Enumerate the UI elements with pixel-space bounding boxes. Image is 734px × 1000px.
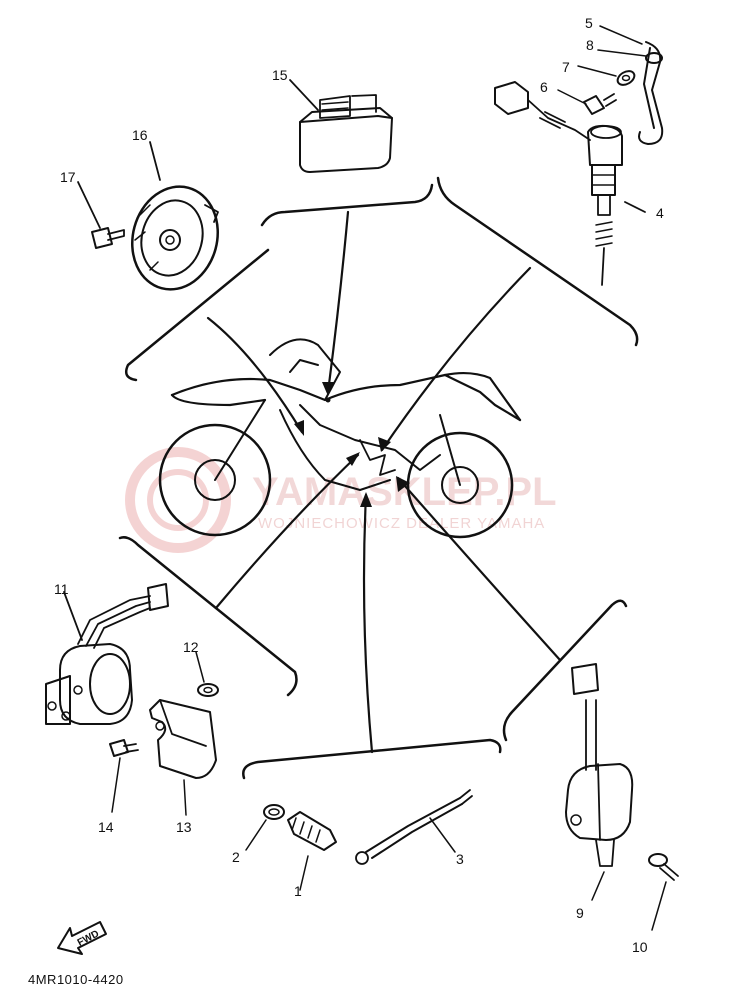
callout-9: 9 bbox=[576, 905, 584, 921]
diagram-code: 4MR1010-4420 bbox=[28, 972, 124, 987]
screw-part-10 bbox=[648, 853, 679, 931]
callout-labels: 1 2 3 4 5 6 7 8 9 10 11 12 13 14 15 16 1… bbox=[54, 15, 664, 955]
bolt-part-17 bbox=[77, 181, 125, 249]
callout-12: 12 bbox=[183, 639, 199, 655]
callout-8: 8 bbox=[586, 37, 594, 53]
callout-16: 16 bbox=[132, 127, 148, 143]
gasket-part-2 bbox=[245, 804, 285, 851]
callout-7: 7 bbox=[562, 59, 570, 75]
motorcycle-outline bbox=[158, 338, 522, 539]
callout-6: 6 bbox=[540, 79, 548, 95]
callout-13: 13 bbox=[176, 819, 192, 835]
horn-part-16 bbox=[131, 141, 219, 291]
callout-17: 17 bbox=[60, 169, 76, 185]
callout-4: 4 bbox=[656, 205, 664, 221]
watermark: YAMASKLEP.PL WOJNIECHOWICZ DEALER YAMAHA bbox=[125, 447, 557, 553]
bolt-part-14 bbox=[109, 739, 139, 813]
callout-11: 11 bbox=[54, 581, 69, 597]
callout-3: 3 bbox=[456, 851, 464, 867]
washer-part-7 bbox=[577, 65, 636, 86]
fwd-arrow-icon: FWD bbox=[57, 921, 107, 955]
washer-part-8 bbox=[597, 49, 663, 64]
watermark-title: YAMASKLEP.PL bbox=[252, 470, 557, 514]
callout-14: 14 bbox=[98, 819, 114, 835]
switch-part-4 bbox=[494, 81, 646, 286]
cover-part-13 bbox=[149, 699, 217, 816]
neutral-switch-part-1 bbox=[287, 811, 337, 891]
leader-lines bbox=[206, 210, 562, 754]
callout-2: 2 bbox=[232, 849, 240, 865]
callout-15: 15 bbox=[272, 67, 288, 83]
callout-5: 5 bbox=[585, 15, 593, 31]
lead-wire-part-5 bbox=[599, 25, 664, 145]
sidestand-switch-part-9 bbox=[565, 663, 634, 901]
relay-box-part-15 bbox=[289, 79, 393, 173]
callout-10: 10 bbox=[632, 939, 648, 955]
watermark-logo-icon bbox=[125, 447, 231, 553]
lead-part-3 bbox=[355, 789, 473, 865]
bolt-part-6 bbox=[557, 89, 617, 115]
callout-1: 1 bbox=[294, 883, 302, 899]
watermark-subtitle: WOJNIECHOWICZ DEALER YAMAHA bbox=[258, 515, 545, 532]
starter-relay-part-11 bbox=[45, 583, 169, 725]
nut-part-12 bbox=[195, 651, 219, 697]
